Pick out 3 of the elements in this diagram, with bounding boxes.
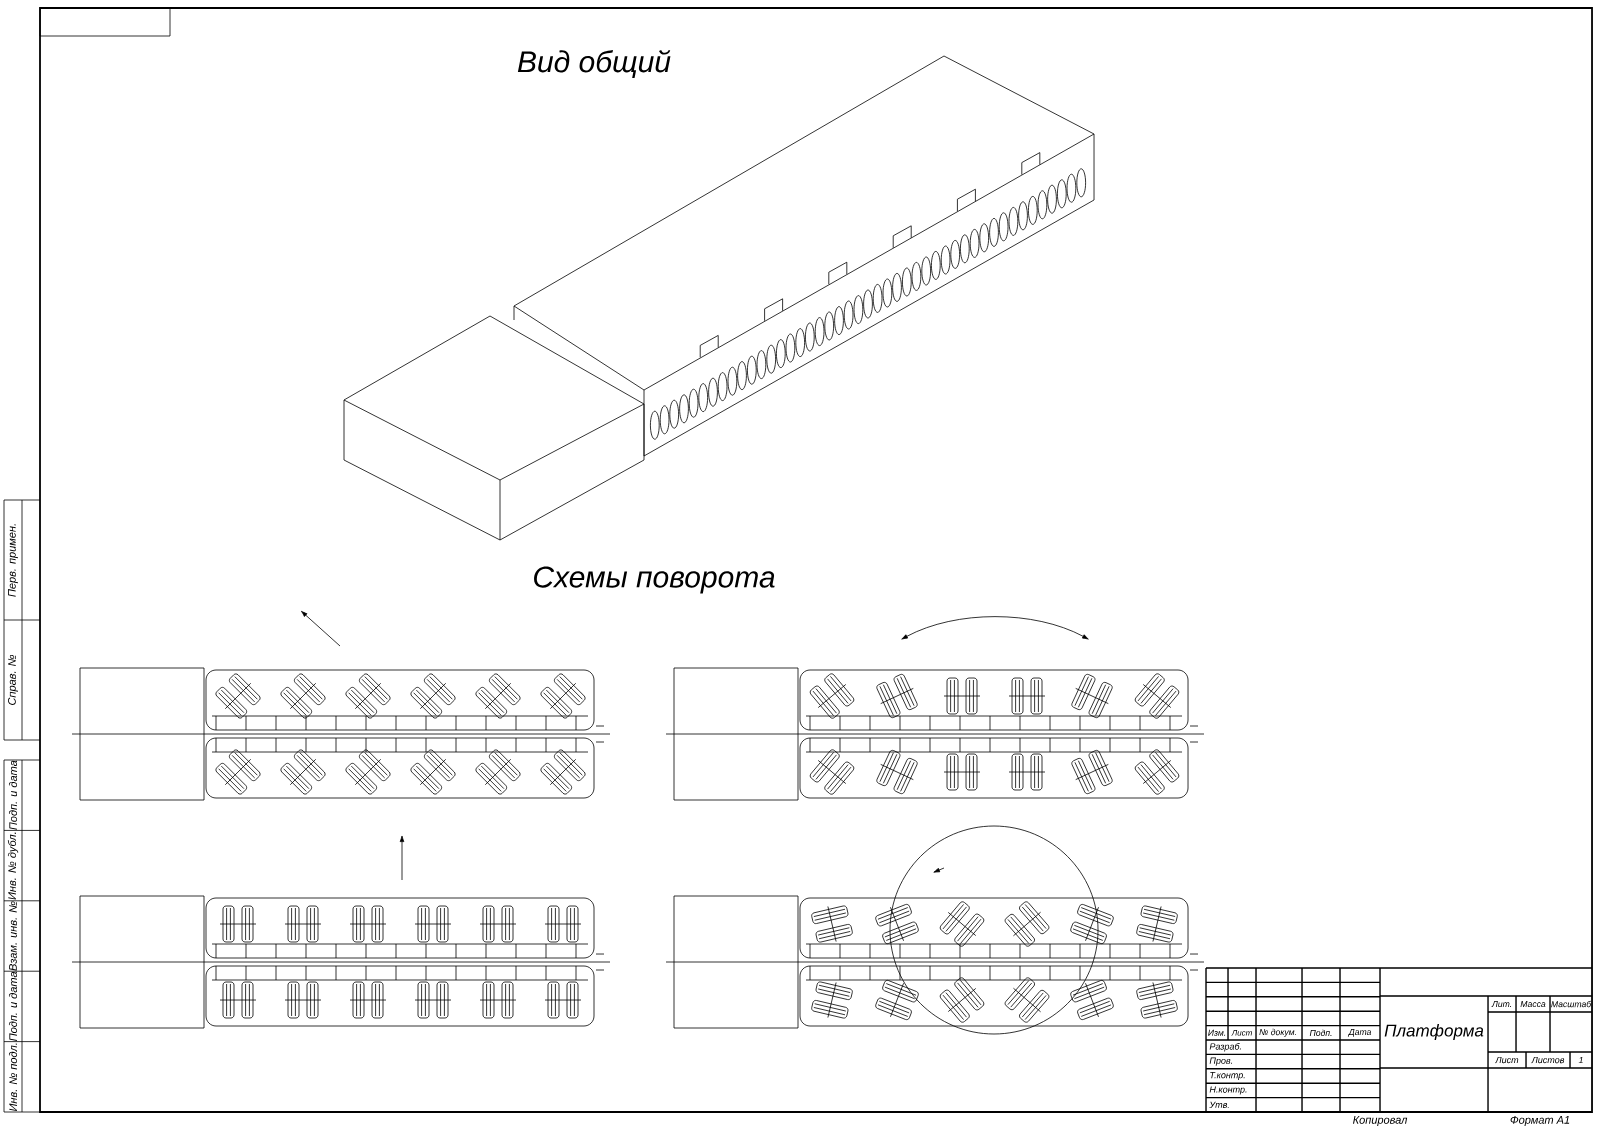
view-title: Вид общий	[517, 49, 671, 79]
drawing-title: Платформа	[1384, 1024, 1484, 1040]
view-title: Схемы поворота	[534, 566, 775, 594]
